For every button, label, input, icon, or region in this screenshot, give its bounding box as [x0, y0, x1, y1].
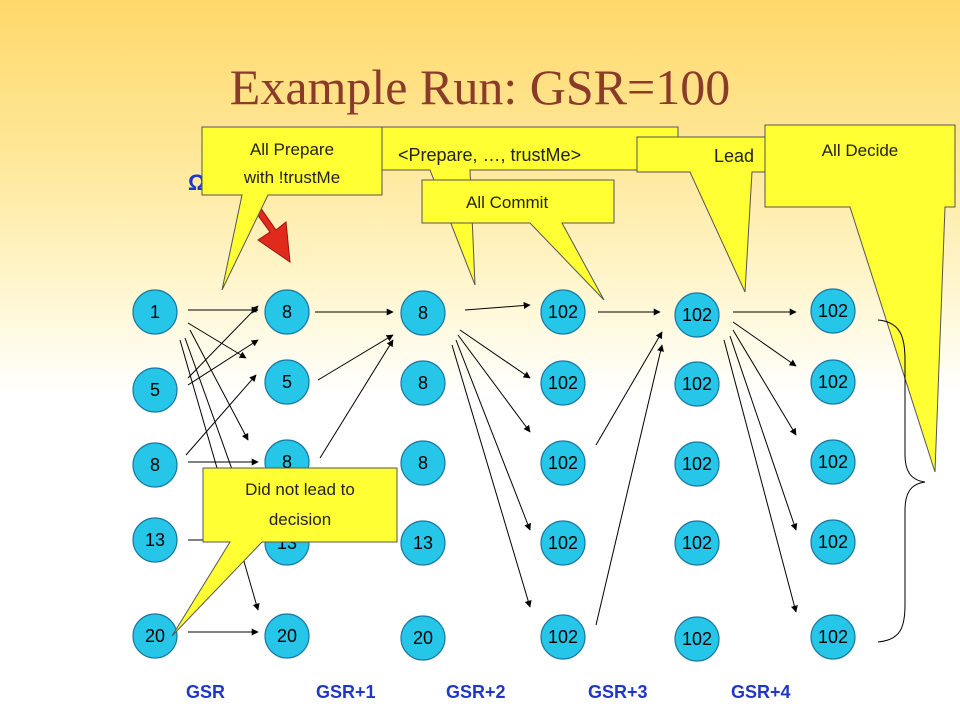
process-node-value: 102 [548, 373, 578, 393]
round-label-gsr-2: GSR+2 [446, 682, 506, 702]
process-node-value: 102 [682, 629, 712, 649]
round-label-gsr-1: GSR+1 [316, 682, 376, 702]
omega-label: Ω [188, 170, 206, 195]
process-node: 102 [540, 289, 586, 335]
round-label-gsr-4: GSR+4 [731, 682, 791, 702]
process-node-value: 102 [818, 452, 848, 472]
process-node: 102 [810, 439, 856, 485]
message-arrow [451, 344, 532, 608]
callout-all-prepare: All Prepare with !trustMe [201, 126, 383, 291]
process-node-value: 102 [548, 302, 578, 322]
process-node-value: 13 [145, 530, 165, 550]
decision-brace [877, 319, 926, 643]
process-node: 102 [540, 520, 586, 566]
process-node: 102 [674, 520, 720, 566]
round-label-gsr-3: GSR+3 [588, 682, 648, 702]
process-nodes: 1581320858132088813201021021021021021021… [132, 288, 856, 662]
callout-all-prepare-line2: with !trustMe [243, 168, 340, 187]
process-node: 20 [264, 613, 310, 659]
process-node: 102 [674, 292, 720, 338]
process-node-value: 8 [418, 453, 428, 473]
process-node: 13 [400, 520, 446, 566]
message-arrow [317, 334, 394, 381]
process-node: 102 [810, 614, 856, 660]
message-arrow [732, 329, 797, 436]
process-node: 102 [540, 440, 586, 486]
message-arrow [595, 331, 663, 446]
process-node-value: 102 [818, 627, 848, 647]
process-node: 5 [132, 367, 178, 413]
process-node-value: 102 [548, 533, 578, 553]
process-node: 5 [264, 359, 310, 405]
process-node-value: 102 [818, 372, 848, 392]
process-node: 20 [400, 615, 446, 661]
slide-title: Example Run: GSR=100 [229, 59, 731, 115]
callout-prepare-message-text: <Prepare, …, trustMe> [398, 145, 581, 165]
message-arrow [189, 329, 249, 441]
callout-all-decide-text: All Decide [822, 141, 899, 160]
message-arrow [729, 335, 798, 531]
process-node: 102 [810, 519, 856, 565]
callout-all-prepare-line1: All Prepare [250, 140, 334, 159]
callout-all-commit: All Commit [421, 179, 615, 301]
callout-leader-text: Lead [714, 146, 754, 166]
process-node-value: 8 [282, 452, 292, 472]
process-node: 102 [540, 360, 586, 406]
process-node-value: 102 [818, 301, 848, 321]
message-arrow [187, 322, 247, 359]
callout-did-not-lead-line2: decision [269, 510, 331, 529]
process-node: 8 [400, 360, 446, 406]
message-arrow [185, 374, 257, 456]
process-node-value: 102 [548, 627, 578, 647]
process-node-value: 102 [818, 532, 848, 552]
process-node-value: 20 [145, 626, 165, 646]
process-node-value: 102 [682, 533, 712, 553]
message-arrow [464, 301, 531, 311]
process-node: 102 [810, 359, 856, 405]
callout-all-commit-text: All Commit [466, 193, 548, 212]
message-arrow [723, 339, 798, 613]
process-node: 13 [132, 517, 178, 563]
process-node-value: 8 [418, 303, 428, 323]
process-node-value: 5 [150, 380, 160, 400]
message-arrow [187, 305, 259, 379]
process-node: 102 [674, 361, 720, 407]
message-arrow [459, 329, 531, 379]
process-node-value: 102 [682, 454, 712, 474]
process-node-value: 102 [682, 374, 712, 394]
callout-did-not-lead-line1: Did not lead to [245, 480, 355, 499]
message-arrow [319, 339, 394, 459]
message-arrow [732, 321, 797, 367]
process-node-value: 20 [413, 628, 433, 648]
message-arrow [455, 339, 531, 531]
process-node: 8 [400, 440, 446, 486]
process-node-value: 5 [282, 372, 292, 392]
process-node-value: 8 [150, 455, 160, 475]
message-arrow [595, 344, 664, 626]
process-node-value: 1 [150, 302, 160, 322]
process-node-value: 102 [548, 453, 578, 473]
process-node: 8 [400, 290, 446, 336]
process-node: 20 [132, 613, 178, 659]
process-node: 102 [540, 614, 586, 660]
round-label-gsr: GSR [186, 682, 226, 702]
process-node-value: 8 [282, 302, 292, 322]
callout-did-not-lead: Did not lead to decision [171, 467, 398, 637]
process-node-value: 8 [418, 373, 428, 393]
message-edges [179, 301, 798, 636]
process-node: 8 [264, 289, 310, 335]
process-node-value: 13 [413, 533, 433, 553]
process-node: 102 [674, 441, 720, 487]
process-node: 8 [132, 442, 178, 488]
message-arrow [187, 339, 259, 386]
process-node: 102 [674, 616, 720, 662]
process-node: 102 [810, 288, 856, 334]
message-arrow [457, 334, 531, 433]
callout-all-decide: All Decide [764, 124, 956, 473]
process-node: 1 [132, 289, 178, 335]
process-node-value: 20 [277, 626, 297, 646]
process-node-value: 102 [682, 305, 712, 325]
callout-prepare-message: <Prepare, …, trustMe> [379, 126, 679, 286]
